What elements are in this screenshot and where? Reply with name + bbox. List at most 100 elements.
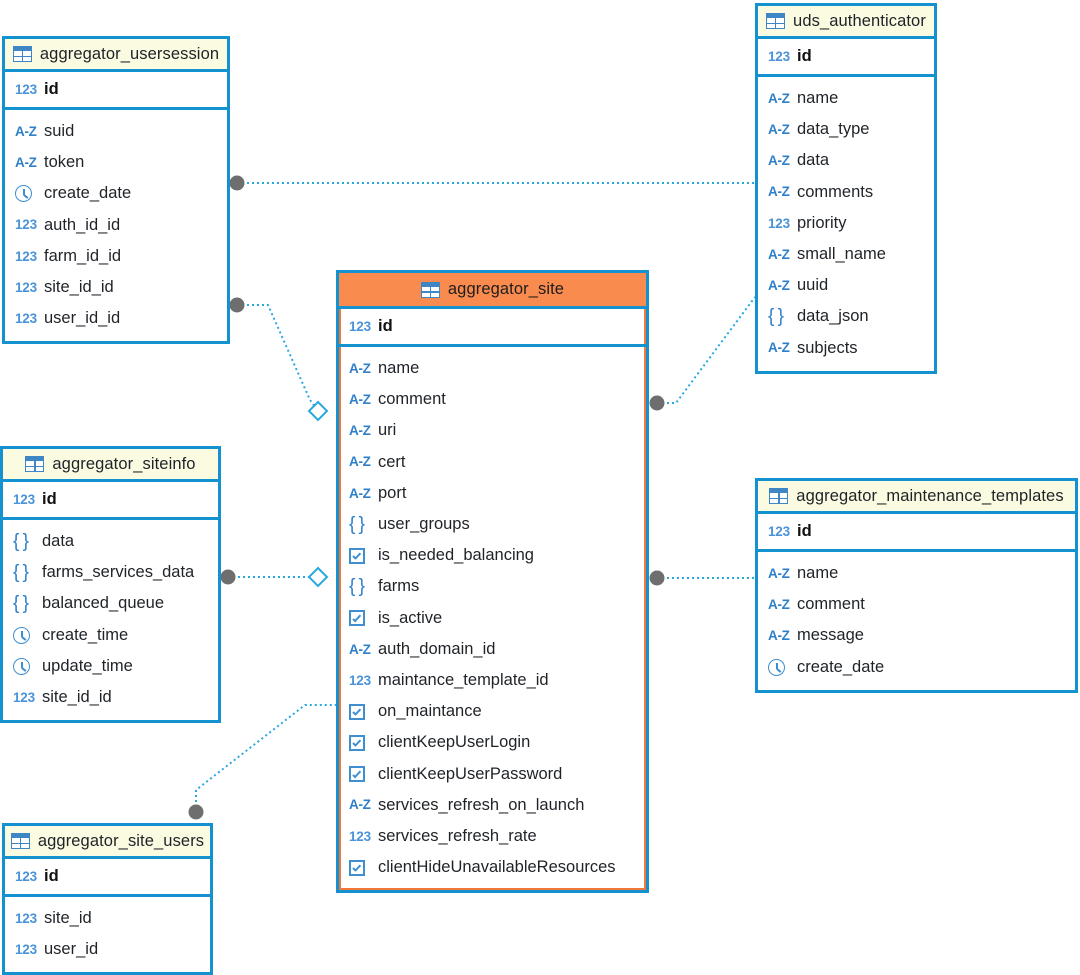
column-name: site_id_id bbox=[42, 688, 112, 707]
column-row[interactable]: 123 farm_id_id bbox=[15, 241, 217, 272]
table-grid-icon bbox=[12, 46, 32, 62]
relationship-site-to-maintenance-templates[interactable] bbox=[649, 570, 756, 586]
column-row[interactable]: update_time bbox=[13, 651, 208, 682]
relationship-endpoint-diamond bbox=[307, 400, 329, 422]
relationship-usersession-to-authenticator[interactable] bbox=[229, 175, 756, 191]
number-icon: 123 bbox=[15, 248, 37, 264]
column-row[interactable]: { }user_groups bbox=[349, 509, 636, 540]
column-name: name bbox=[797, 89, 839, 108]
text-icon: A-Z bbox=[15, 123, 37, 139]
json-icon: { } bbox=[349, 576, 365, 598]
column-row[interactable]: A-Z name bbox=[768, 558, 1065, 589]
entity-table-header[interactable]: uds_authenticator bbox=[758, 6, 934, 39]
number-icon: 123 bbox=[349, 318, 371, 334]
entity-table-title: aggregator_site_users bbox=[37, 831, 205, 850]
relationship-endpoint-circle bbox=[229, 297, 245, 313]
relationship-siteinfo-to-site[interactable] bbox=[220, 566, 329, 588]
column-name: name bbox=[797, 564, 839, 583]
column-row[interactable]: clientHideUnavailableResources bbox=[349, 852, 636, 883]
column-name: is_needed_balancing bbox=[378, 546, 534, 565]
datetime-icon bbox=[13, 625, 35, 645]
relationship-site-to-authenticator[interactable] bbox=[649, 296, 756, 411]
column-row[interactable]: create_date bbox=[768, 652, 1065, 683]
number-icon: 123 bbox=[768, 215, 790, 231]
entity-table-header[interactable]: aggregator_site bbox=[339, 273, 646, 309]
column-name: farm_id_id bbox=[44, 246, 122, 265]
column-name: cert bbox=[378, 452, 406, 471]
text-icon: A-Z bbox=[768, 153, 790, 169]
column-name: id bbox=[797, 522, 812, 540]
text-icon: A-Z bbox=[768, 565, 790, 581]
entity-table-header[interactable]: aggregator_siteinfo bbox=[3, 449, 218, 482]
column-row[interactable]: is_needed_balancing bbox=[349, 540, 636, 571]
table-grid-icon bbox=[769, 488, 789, 504]
relationship-usersession-to-site[interactable] bbox=[229, 297, 329, 422]
number-icon: 123 bbox=[15, 279, 37, 295]
column-row[interactable]: { }balanced_queue bbox=[13, 588, 208, 619]
column-row[interactable]: clientKeepUserLogin bbox=[349, 727, 636, 758]
column-row[interactable]: { }farms_services_data bbox=[13, 557, 208, 588]
column-row[interactable]: is_active bbox=[349, 603, 636, 634]
column-row[interactable]: { }farms bbox=[349, 571, 636, 602]
column-row[interactable]: clientKeepUserPassword bbox=[349, 758, 636, 789]
column-row[interactable]: { }data bbox=[13, 526, 208, 557]
column-row[interactable]: create_time bbox=[13, 620, 208, 651]
text-icon: A-Z bbox=[768, 340, 790, 356]
column-row[interactable]: { }data_json bbox=[768, 301, 924, 332]
entity-table-header[interactable]: aggregator_site_users bbox=[5, 826, 210, 859]
entity-table-header[interactable]: aggregator_maintenance_templates bbox=[758, 481, 1075, 514]
column-name: create_date bbox=[797, 657, 885, 676]
text-icon: A-Z bbox=[768, 184, 790, 200]
column-name: name bbox=[378, 359, 420, 378]
column-row[interactable]: create_date bbox=[15, 178, 217, 209]
column-row[interactable]: A-Z comments bbox=[768, 177, 924, 208]
column-name: id bbox=[42, 490, 57, 508]
entity-table-title: aggregator_usersession bbox=[39, 44, 220, 63]
column-row[interactable]: on_maintance bbox=[349, 696, 636, 727]
column-name: comments bbox=[797, 182, 874, 201]
entity-table-header[interactable]: aggregator_usersession bbox=[5, 39, 227, 72]
boolean-icon bbox=[349, 702, 371, 722]
